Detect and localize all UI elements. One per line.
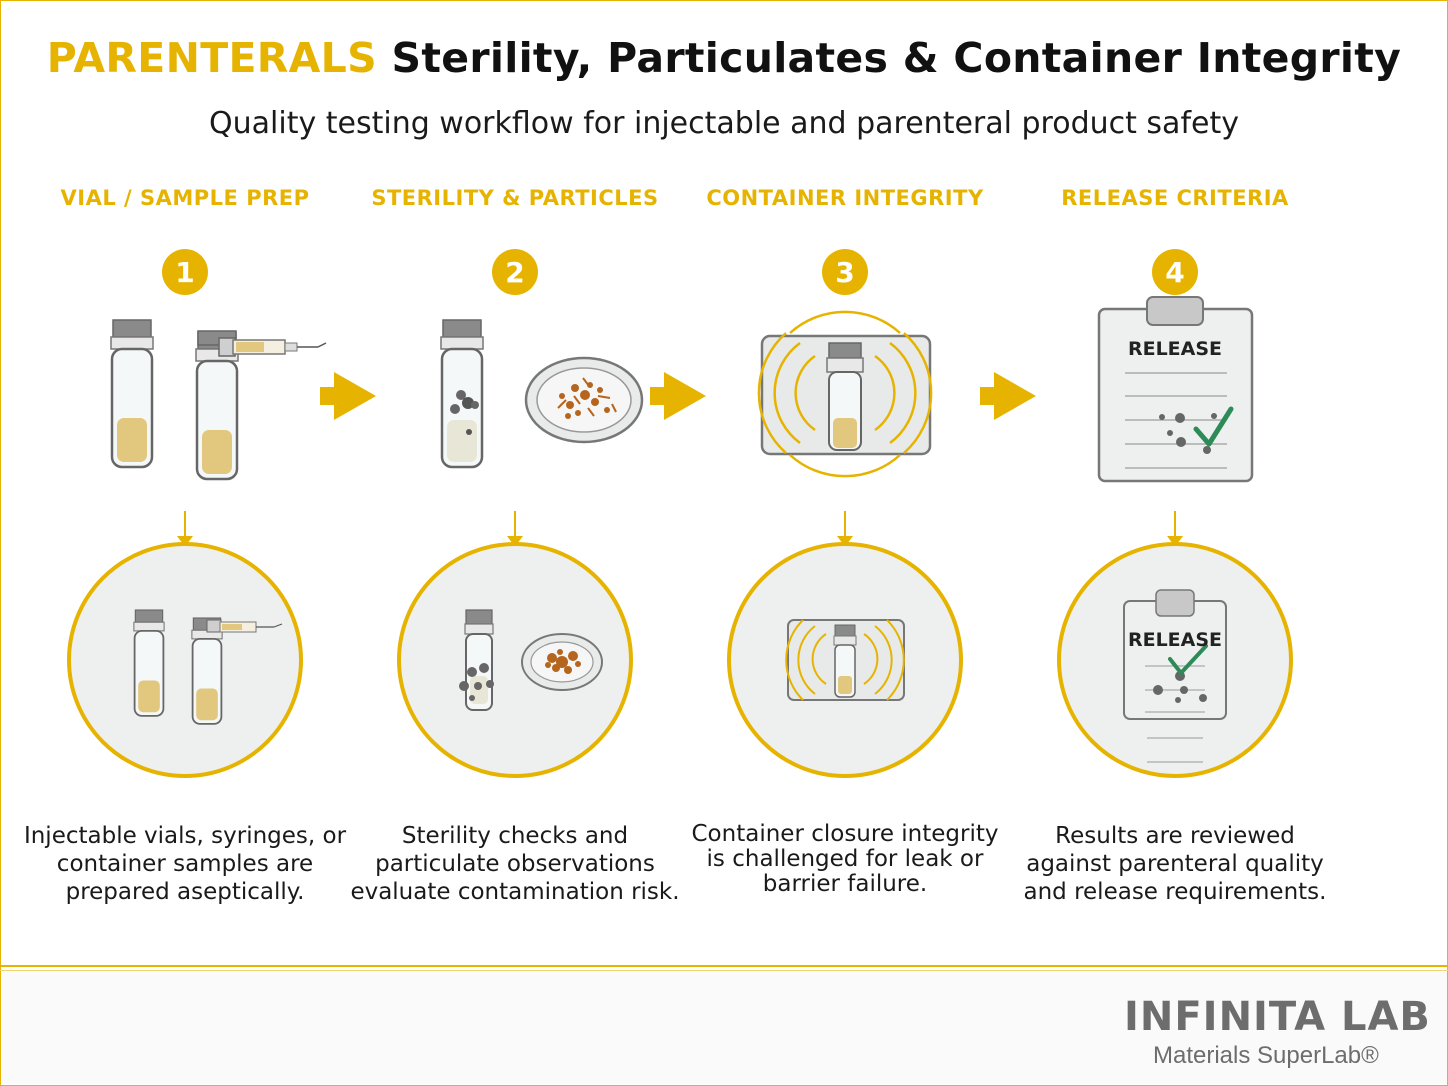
step-3-badge: 3 [822, 249, 868, 295]
step-4-description: Results are reviewed against parenteral … [1023, 823, 1327, 905]
petri-dish-icon [524, 356, 644, 444]
step-2-description: Sterility checks and particulate observa… [350, 823, 680, 905]
checkmark-icon [1193, 406, 1234, 447]
step-3-heading: CONTAINER INTEGRITY [706, 186, 984, 210]
clipboard-release-label: RELEASE [1127, 338, 1223, 360]
zoom-circle-2 [397, 542, 633, 778]
footer-divider-thin [0, 970, 1448, 971]
arrow-right-icon [650, 372, 706, 420]
page-title: PARENTERALS Sterility, Particulates & Co… [0, 34, 1448, 82]
step-1-description: Injectable vials, syringes, or container… [23, 823, 347, 905]
footer [1, 972, 1447, 1084]
zoom-circle-1 [67, 542, 303, 778]
step-4-heading: RELEASE CRITERIA [1061, 186, 1289, 210]
leak-test-chamber-icon [757, 310, 933, 478]
title-main: Sterility, Particulates & Container Inte… [391, 34, 1402, 82]
vial-icon [109, 318, 155, 469]
brand-tagline: Materials SuperLab® [1153, 1042, 1379, 1069]
zoom-clipboard-release-label: RELEASE [1127, 629, 1223, 651]
vial-with-particles-icon [440, 319, 484, 469]
step-2-heading: STERILITY & PARTICLES [371, 186, 659, 210]
step-3-description: Container closure integrity is challenge… [691, 821, 999, 897]
arrow-right-icon [320, 372, 376, 420]
arrow-right-icon [980, 372, 1036, 420]
clipboard-icon [1097, 296, 1254, 483]
zoom-circle-3 [727, 542, 963, 778]
step-1-badge: 1 [162, 249, 208, 295]
page-subtitle: Quality testing workflow for injectable … [209, 106, 1239, 141]
step-1-heading: VIAL / SAMPLE PREP [60, 186, 310, 210]
brand-name: INFINITA LAB [1124, 994, 1431, 1040]
zoom-circle-4 [1057, 542, 1293, 778]
syringe-icon [232, 339, 327, 355]
syringe-vial-icon [194, 330, 327, 481]
title-accent: PARENTERALS [46, 34, 377, 82]
step-2-badge: 2 [492, 249, 538, 295]
footer-divider [0, 965, 1448, 967]
step-4-badge: 4 [1152, 249, 1198, 295]
